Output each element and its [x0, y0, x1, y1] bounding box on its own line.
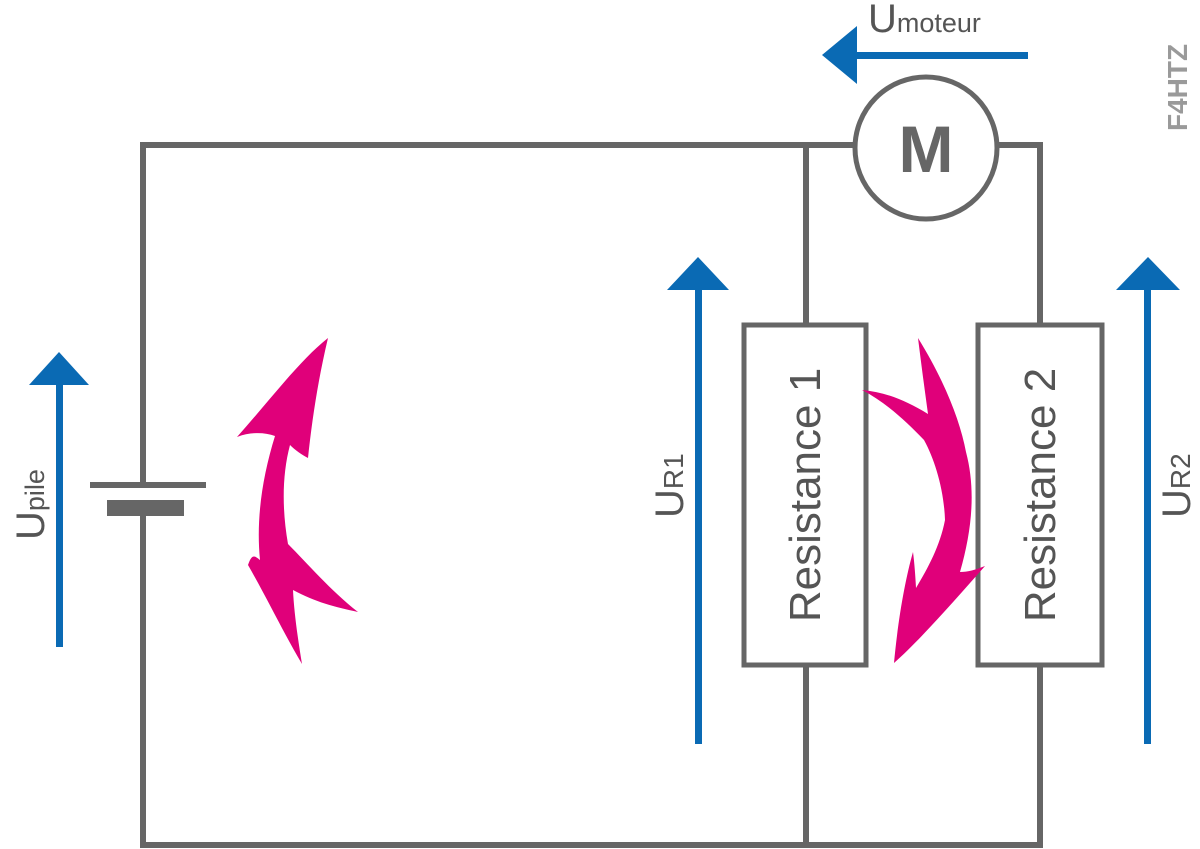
- left-mesh-arrow: [237, 338, 358, 664]
- u-r1-subscript: R1: [658, 453, 689, 489]
- motor-label: M: [899, 112, 954, 186]
- u-motor-label: Umoteur: [868, 0, 981, 41]
- wire-top-right: [995, 142, 1043, 328]
- u-r1-arrow: [667, 257, 729, 744]
- curved-mesh-arrow-icon: [237, 338, 985, 664]
- u-pile-label: Upile: [9, 469, 53, 540]
- right-mesh-arrow: [862, 338, 985, 663]
- battery-negative-plate: [107, 500, 184, 516]
- u-letter: U: [1155, 489, 1199, 518]
- u-letter: U: [648, 489, 692, 518]
- u-r2-subscript: R2: [1165, 453, 1196, 489]
- motor-symbol-icon: M: [852, 74, 1000, 222]
- watermark-label: F4HTZ: [1162, 44, 1193, 131]
- u-pile-subscript: pile: [20, 469, 50, 511]
- resistor-2-body: [975, 322, 1105, 668]
- battery-symbol-icon: [90, 482, 206, 516]
- u-r2-arrow: [1116, 257, 1180, 744]
- battery-positive-plate: [90, 482, 206, 488]
- circuit-wires: [140, 142, 1043, 848]
- resistor-1: Resistance 1: [741, 322, 869, 668]
- motor-circle: [852, 74, 1000, 222]
- u-pile-arrow: [29, 352, 89, 647]
- u-r1-label: UR1: [648, 453, 692, 518]
- voltage-arrow-icon: [29, 26, 1180, 744]
- wire-bottom: [140, 662, 1043, 848]
- u-motor-subscript: moteur: [897, 8, 981, 38]
- resistor-2-label: Resistance 2: [1016, 368, 1065, 622]
- resistor-2: Resistance 2: [975, 322, 1105, 668]
- resistor-1-label: Resistance 1: [781, 368, 830, 622]
- u-motor-arrow: [822, 26, 1028, 84]
- resistor-1-body: [741, 322, 869, 668]
- u-r2-label: UR2: [1155, 453, 1199, 518]
- u-letter: U: [868, 0, 897, 41]
- u-letter: U: [9, 511, 53, 540]
